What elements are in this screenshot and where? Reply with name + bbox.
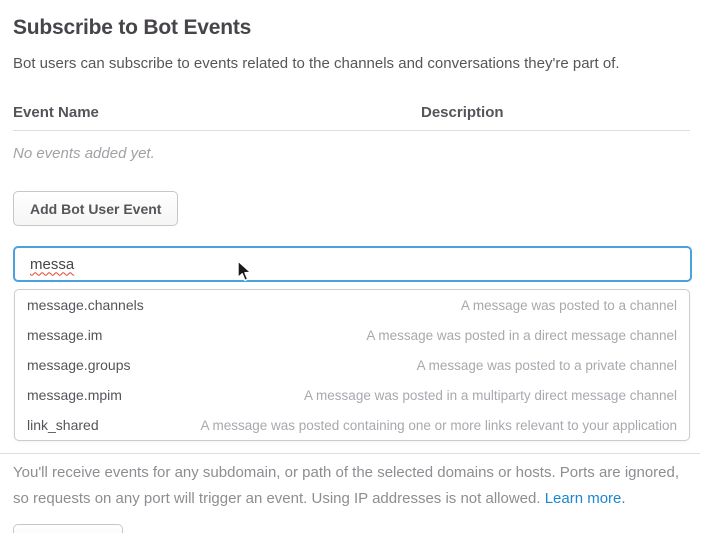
events-help-text: You'll receive events for any subdomain,… (13, 460, 685, 512)
event-name: message.channels (27, 297, 144, 313)
event-name: message.im (27, 327, 103, 343)
event-description: A message was posted to a private channe… (416, 357, 677, 373)
event-description: A message was posted in a multiparty dir… (304, 387, 677, 403)
event-description: A message was posted containing one or m… (200, 417, 677, 433)
column-header-event-name: Event Name (13, 104, 99, 121)
autocomplete-option-message-groups[interactable]: message.groups A message was posted to a… (15, 350, 689, 380)
empty-events-message: No events added yet. (13, 145, 155, 162)
event-search-input-value: messa (30, 255, 75, 273)
page-title: Subscribe to Bot Events (13, 16, 252, 39)
autocomplete-option-message-im[interactable]: message.im A message was posted in a dir… (15, 320, 689, 350)
add-bot-user-event-button[interactable]: Add Bot User Event (13, 191, 179, 226)
table-header-divider (13, 130, 690, 131)
autocomplete-option-message-channels[interactable]: message.channels A message was posted to… (15, 290, 689, 320)
event-name: link_shared (27, 417, 99, 433)
autocomplete-option-message-mpim[interactable]: message.mpim A message was posted in a m… (15, 380, 689, 410)
event-search-input[interactable]: messa (13, 246, 692, 282)
page-subtitle: Bot users can subscribe to events relate… (13, 55, 620, 72)
event-description: A message was posted in a direct message… (366, 327, 677, 343)
column-header-description: Description (421, 104, 504, 121)
events-help-body: You'll receive events for any subdomain,… (13, 464, 680, 507)
learn-more-link[interactable]: Learn more. (544, 490, 626, 507)
partial-button-cutoff[interactable] (13, 524, 123, 533)
event-description: A message was posted to a channel (460, 297, 677, 313)
event-name: message.mpim (27, 387, 122, 403)
section-divider (0, 453, 700, 454)
event-autocomplete-dropdown: message.channels A message was posted to… (14, 289, 690, 441)
event-name: message.groups (27, 357, 131, 373)
autocomplete-option-link-shared[interactable]: link_shared A message was posted contain… (15, 410, 689, 440)
